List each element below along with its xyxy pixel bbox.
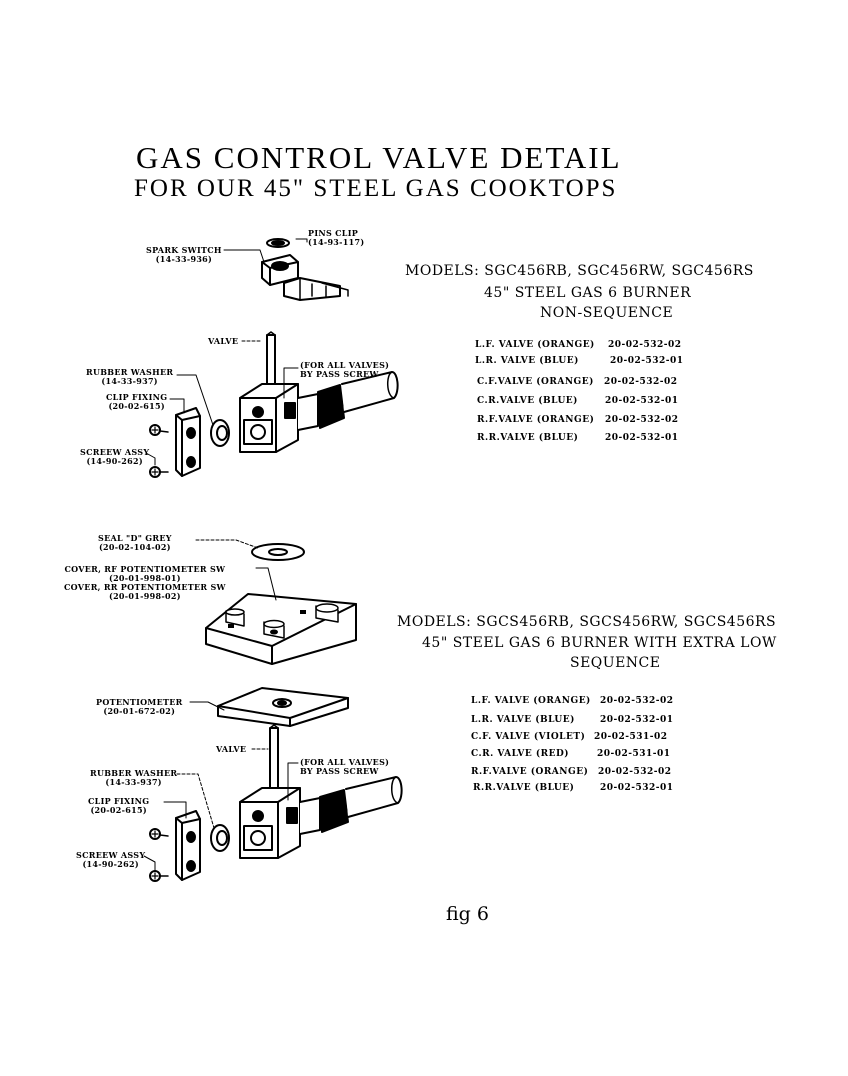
valve-2: [239, 724, 403, 859]
bypass-screw-label-1: (FOR ALL VALVES) BY PASS SCREW: [300, 361, 389, 379]
figure-label: fig 6: [446, 903, 489, 925]
valve-1: [239, 331, 399, 453]
part-name: C.R. VALVE (RED): [471, 749, 570, 759]
part-code: 20-02-532-02: [608, 340, 682, 350]
label-text: SPARK SWITCH: [146, 245, 222, 255]
clip-fixing-label-2: CLIP FIXING (20-02-615): [88, 797, 149, 815]
label-code: (14-33-937): [105, 777, 162, 787]
clip-fixing-2: [175, 810, 201, 881]
label-text: CLIP FIXING: [106, 392, 168, 402]
pins-clip-label: PINS CLIP (14-93-117): [308, 229, 364, 247]
part-code: 20-02-532-01: [600, 715, 674, 725]
clip-fixing-1: [175, 407, 201, 477]
section1-desc2: NON-SEQUENCE: [540, 305, 674, 321]
part-name: L.F. VALVE (ORANGE): [471, 696, 591, 706]
label-text: CLIP FIXING: [88, 796, 150, 806]
label-code: (20-01-672-02): [103, 706, 176, 716]
seal-label: SEAL "D" GREY (20-02-104-02): [98, 534, 172, 552]
part-name: L.F. VALVE (ORANGE): [475, 340, 595, 350]
label-text: BY PASS SCREW: [300, 766, 379, 776]
label-text: SCREEW ASSY: [80, 447, 150, 457]
label-code: (14-33-937): [101, 376, 158, 386]
page-subtitle: FOR OUR 45" STEEL GAS COOKTOPS: [134, 175, 618, 202]
screw-assy-label-2: SCREEW ASSY (14-90-262): [76, 851, 145, 869]
screws-2: [149, 828, 169, 882]
leader-lines-1: [145, 238, 308, 466]
rubber-washer-label-1: RUBBER WASHER (14-33-937): [86, 368, 173, 386]
part-code: 20-02-532-02: [598, 767, 672, 777]
label-text: (FOR ALL VALVES): [300, 360, 390, 370]
label-text: RUBBER WASHER: [86, 367, 174, 377]
screws-1: [149, 424, 169, 478]
section2-desc2: SEQUENCE: [570, 655, 661, 671]
screw-assy-label-1: SCREEW ASSY (14-90-262): [80, 448, 149, 466]
label-code: (20-02-104-02): [98, 542, 171, 552]
part-name: C.R.VALVE (BLUE): [477, 396, 578, 406]
potentiometer-cover: [205, 593, 357, 665]
label-code: (20-02-615): [90, 805, 147, 815]
potentiometer-label: POTENTIOMETER (20-01-672-02): [96, 698, 183, 716]
rubber-washer-label-2: RUBBER WASHER (14-33-937): [90, 769, 177, 787]
clip-fixing-label-1: CLIP FIXING (20-02-615): [106, 393, 167, 411]
part-name: R.R.VALVE (BLUE): [473, 783, 575, 793]
section2-models: MODELS: SGCS456RB, SGCS456RW, SGCS456RS: [397, 614, 777, 630]
label-code: (14-90-262): [86, 456, 143, 466]
leader-lines-2: [143, 539, 299, 871]
part-code: 20-02-532-01: [610, 356, 684, 366]
part-code: 20-02-532-02: [605, 415, 679, 425]
part-name: C.F.VALVE (ORANGE): [477, 377, 594, 387]
valve-label-1: VALVE: [208, 336, 239, 346]
rubber-washer-2: [210, 824, 230, 852]
label-text: BY PASS SCREW: [300, 369, 379, 379]
part-code: 20-02-532-01: [605, 433, 679, 443]
label-text: (FOR ALL VALVES): [300, 757, 390, 767]
part-code: 20-02-532-01: [605, 396, 679, 406]
part-name: C.F. VALVE (VIOLET): [471, 732, 586, 742]
spark-switch: [261, 254, 349, 301]
seal-d-grey: [251, 543, 305, 561]
label-text: SEAL "D" GREY: [98, 533, 172, 543]
spark-switch-label: SPARK SWITCH (14-33-936): [146, 246, 222, 264]
label-text: RUBBER WASHER: [90, 768, 178, 778]
label-code: (20-02-615): [108, 401, 165, 411]
label-text: POTENTIOMETER: [96, 697, 183, 707]
potentiometer: [217, 687, 349, 727]
part-code: 20-02-532-02: [604, 377, 678, 387]
part-name: R.R.VALVE (BLUE): [477, 433, 579, 443]
label-code: (20-01-998-01): [108, 573, 181, 583]
section1-desc1: 45" STEEL GAS 6 BURNER: [484, 285, 692, 301]
part-code: 20-02-532-02: [600, 696, 674, 706]
label-text: PINS CLIP: [308, 228, 359, 238]
part-name: R.F.VALVE (ORANGE): [477, 415, 595, 425]
part-name: L.R. VALVE (BLUE): [475, 356, 579, 366]
label-code: (14-33-936): [155, 254, 213, 264]
part-code: 20-02-532-01: [600, 783, 674, 793]
section1-models: MODELS: SGC456RB, SGC456RW, SGC456RS: [405, 263, 754, 279]
page-title: GAS CONTROL VALVE DETAIL: [136, 140, 622, 175]
valve-label-2: VALVE: [216, 744, 247, 754]
part-code: 20-02-531-02: [594, 732, 668, 742]
rubber-washer-1: [210, 419, 230, 447]
label-code: (14-90-262): [82, 859, 139, 869]
bypass-screw-label-2: (FOR ALL VALVES) BY PASS SCREW: [300, 758, 389, 776]
part-name: L.R. VALVE (BLUE): [471, 715, 575, 725]
part-code: 20-02-531-01: [597, 749, 671, 759]
label-code: (20-01-998-02): [108, 591, 181, 601]
label-code: (14-93-117): [308, 237, 365, 247]
part-name: R.F.VALVE (ORANGE): [471, 767, 589, 777]
label-text: SCREEW ASSY: [76, 850, 146, 860]
cover-label: COVER, RF POTENTIOMETER SW (20-01-998-01…: [64, 565, 226, 601]
label-text: COVER, RR POTENTIOMETER SW: [64, 582, 226, 592]
section2-desc1: 45" STEEL GAS 6 BURNER WITH EXTRA LOW: [422, 635, 777, 651]
label-text: COVER, RF POTENTIOMETER SW: [64, 564, 226, 574]
pins-clip: [266, 238, 290, 248]
